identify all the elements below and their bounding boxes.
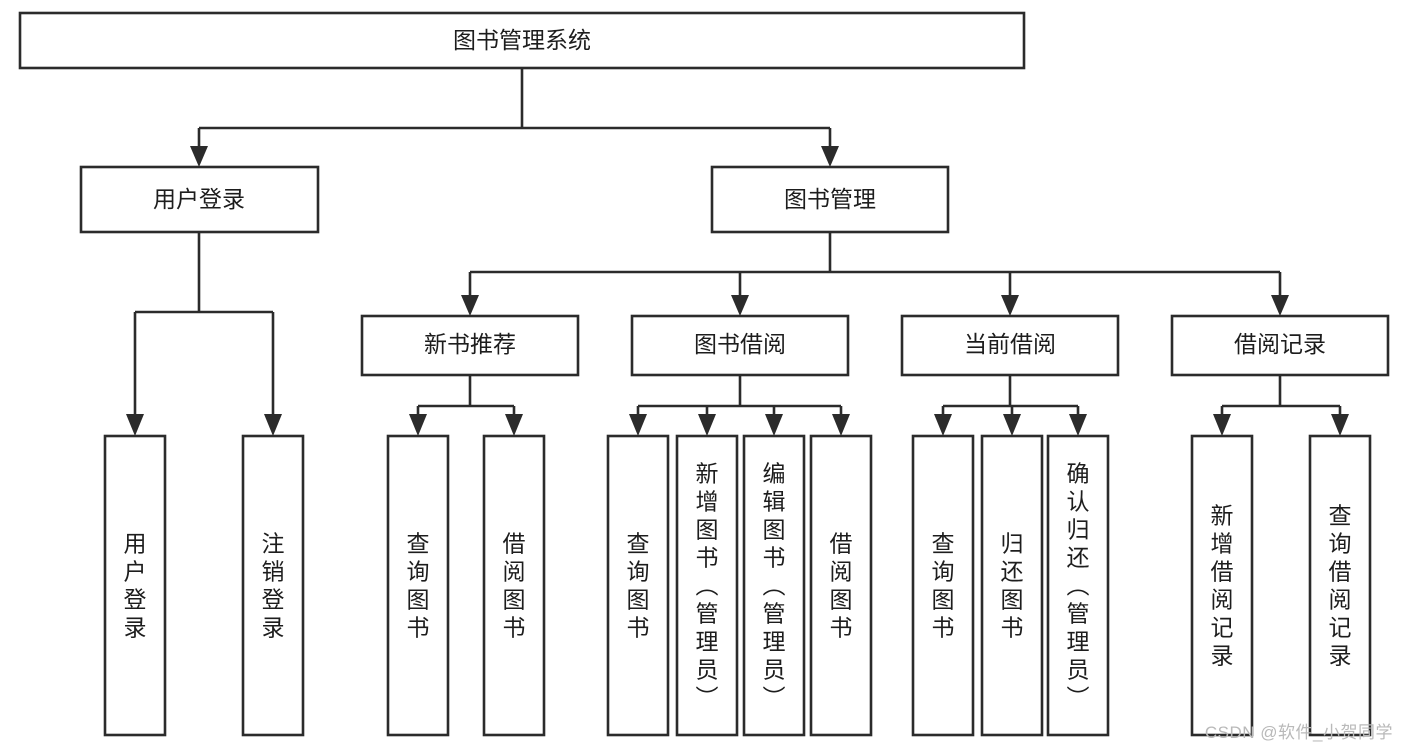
node-current-borrow[interactable]: 当前借阅 xyxy=(900,314,1120,377)
node-user-login-box[interactable] xyxy=(79,165,320,234)
arrow-head-leaf-add-record xyxy=(1213,414,1231,436)
arrow-head-leaf-borrow-book-2 xyxy=(832,414,850,436)
node-root-label: 图书管理系统 xyxy=(453,27,591,53)
node-leaf-query-book-3-box[interactable] xyxy=(911,434,975,737)
node-leaf-borrow-book-1-label: 借阅图书 xyxy=(503,530,526,640)
arrow-head-leaf-add-book xyxy=(698,414,716,436)
node-leaf-user-login[interactable]: 用户登录 xyxy=(103,434,167,737)
node-leaf-borrow-book-2-box[interactable] xyxy=(809,434,873,737)
node-book-borrow-label: 图书借阅 xyxy=(694,331,786,357)
node-root[interactable]: 图书管理系统 xyxy=(18,11,1026,70)
arrow-head-user-login xyxy=(190,146,208,167)
node-book-management-box[interactable] xyxy=(710,165,950,234)
node-leaf-add-record-box[interactable] xyxy=(1190,434,1254,737)
node-leaf-user-login-label: 用户登录 xyxy=(124,530,147,640)
node-leaf-query-book-1[interactable]: 查询图书 xyxy=(386,434,450,737)
node-new-book-recommend-box[interactable] xyxy=(360,314,580,377)
node-leaf-query-book-2[interactable]: 查询图书 xyxy=(606,434,670,737)
node-current-borrow-box[interactable] xyxy=(900,314,1120,377)
node-leaf-return-book-label: 归还图书 xyxy=(1001,530,1024,640)
node-current-borrow-label: 当前借阅 xyxy=(964,331,1056,357)
node-leaf-logout-login[interactable]: 注销登录 xyxy=(241,434,305,737)
node-leaf-logout-login-box[interactable] xyxy=(241,434,305,737)
arrow-head-leaf-logout-login xyxy=(264,414,282,436)
node-leaf-borrow-book-2[interactable]: 借阅图书 xyxy=(809,434,873,737)
node-leaf-borrow-book-1-box[interactable] xyxy=(482,434,546,737)
node-leaf-logout-login-label: 注销登录 xyxy=(262,530,285,640)
node-root-box[interactable] xyxy=(18,11,1026,70)
arrow-head-leaf-query-book-2 xyxy=(629,414,647,436)
arrow-head-book-borrow xyxy=(731,295,749,316)
node-leaf-confirm-return-label: 确认归还︵管理员︶ xyxy=(1067,460,1090,710)
node-leaf-query-record[interactable]: 查询借阅记录 xyxy=(1308,434,1372,737)
node-leaf-confirm-return-box[interactable] xyxy=(1046,434,1110,737)
node-leaf-return-book[interactable]: 归还图书 xyxy=(980,434,1044,737)
node-leaf-query-record-box[interactable] xyxy=(1308,434,1372,737)
arrow-head-leaf-query-record xyxy=(1331,414,1349,436)
arrow-head-leaf-borrow-book-1 xyxy=(505,414,523,436)
node-borrow-record[interactable]: 借阅记录 xyxy=(1170,314,1390,377)
node-book-borrow-box[interactable] xyxy=(630,314,850,377)
node-leaf-add-book[interactable]: 新增图书︵管理员︶ xyxy=(675,434,739,737)
node-leaf-borrow-book-2-label: 借阅图书 xyxy=(830,530,853,640)
node-book-management[interactable]: 图书管理 xyxy=(710,165,950,234)
node-new-book-recommend-label: 新书推荐 xyxy=(424,331,516,357)
arrow-head-leaf-confirm-return xyxy=(1069,414,1087,436)
arrow-head-leaf-query-book-1 xyxy=(409,414,427,436)
arrow-head-borrow-record xyxy=(1271,295,1289,316)
node-leaf-edit-book[interactable]: 编辑图书︵管理员︶ xyxy=(742,434,806,737)
node-leaf-user-login-box[interactable] xyxy=(103,434,167,737)
node-leaf-query-book-2-label: 查询图书 xyxy=(627,530,650,640)
arrow-head-leaf-return-book xyxy=(1003,414,1021,436)
node-book-management-label: 图书管理 xyxy=(784,186,876,212)
node-leaf-query-book-1-box[interactable] xyxy=(386,434,450,737)
arrow-head-leaf-user-login xyxy=(126,414,144,436)
node-leaf-return-book-box[interactable] xyxy=(980,434,1044,737)
node-book-borrow[interactable]: 图书借阅 xyxy=(630,314,850,377)
node-new-book-recommend[interactable]: 新书推荐 xyxy=(360,314,580,377)
node-leaf-query-book-3-label: 查询图书 xyxy=(932,530,955,640)
node-leaf-add-book-box[interactable] xyxy=(675,434,739,737)
arrow-head-new-book-recommend xyxy=(461,295,479,316)
node-leaf-add-record[interactable]: 新增借阅记录 xyxy=(1190,434,1254,737)
node-borrow-record-box[interactable] xyxy=(1170,314,1390,377)
node-leaf-edit-book-box[interactable] xyxy=(742,434,806,737)
connector-layer xyxy=(126,68,1349,436)
node-leaf-add-book-label: 新增图书︵管理员︶ xyxy=(696,460,719,710)
arrow-head-current-borrow xyxy=(1001,295,1019,316)
arrow-head-leaf-edit-book xyxy=(765,414,783,436)
node-leaf-borrow-book-1[interactable]: 借阅图书 xyxy=(482,434,546,737)
node-leaf-edit-book-label: 编辑图书︵管理员︶ xyxy=(763,460,786,710)
node-user-login[interactable]: 用户登录 xyxy=(79,165,320,234)
node-leaf-confirm-return[interactable]: 确认归还︵管理员︶ xyxy=(1046,434,1110,737)
node-leaf-query-record-label: 查询借阅记录 xyxy=(1329,502,1352,668)
node-borrow-record-label: 借阅记录 xyxy=(1234,331,1326,357)
node-leaf-query-book-1-label: 查询图书 xyxy=(407,530,430,640)
arrow-head-leaf-query-book-3 xyxy=(934,414,952,436)
node-leaf-query-book-3[interactable]: 查询图书 xyxy=(911,434,975,737)
node-user-login-label: 用户登录 xyxy=(153,186,245,212)
node-leaf-query-book-2-box[interactable] xyxy=(606,434,670,737)
node-leaf-add-record-label: 新增借阅记录 xyxy=(1211,502,1234,668)
arrow-head-book-management xyxy=(821,146,839,167)
